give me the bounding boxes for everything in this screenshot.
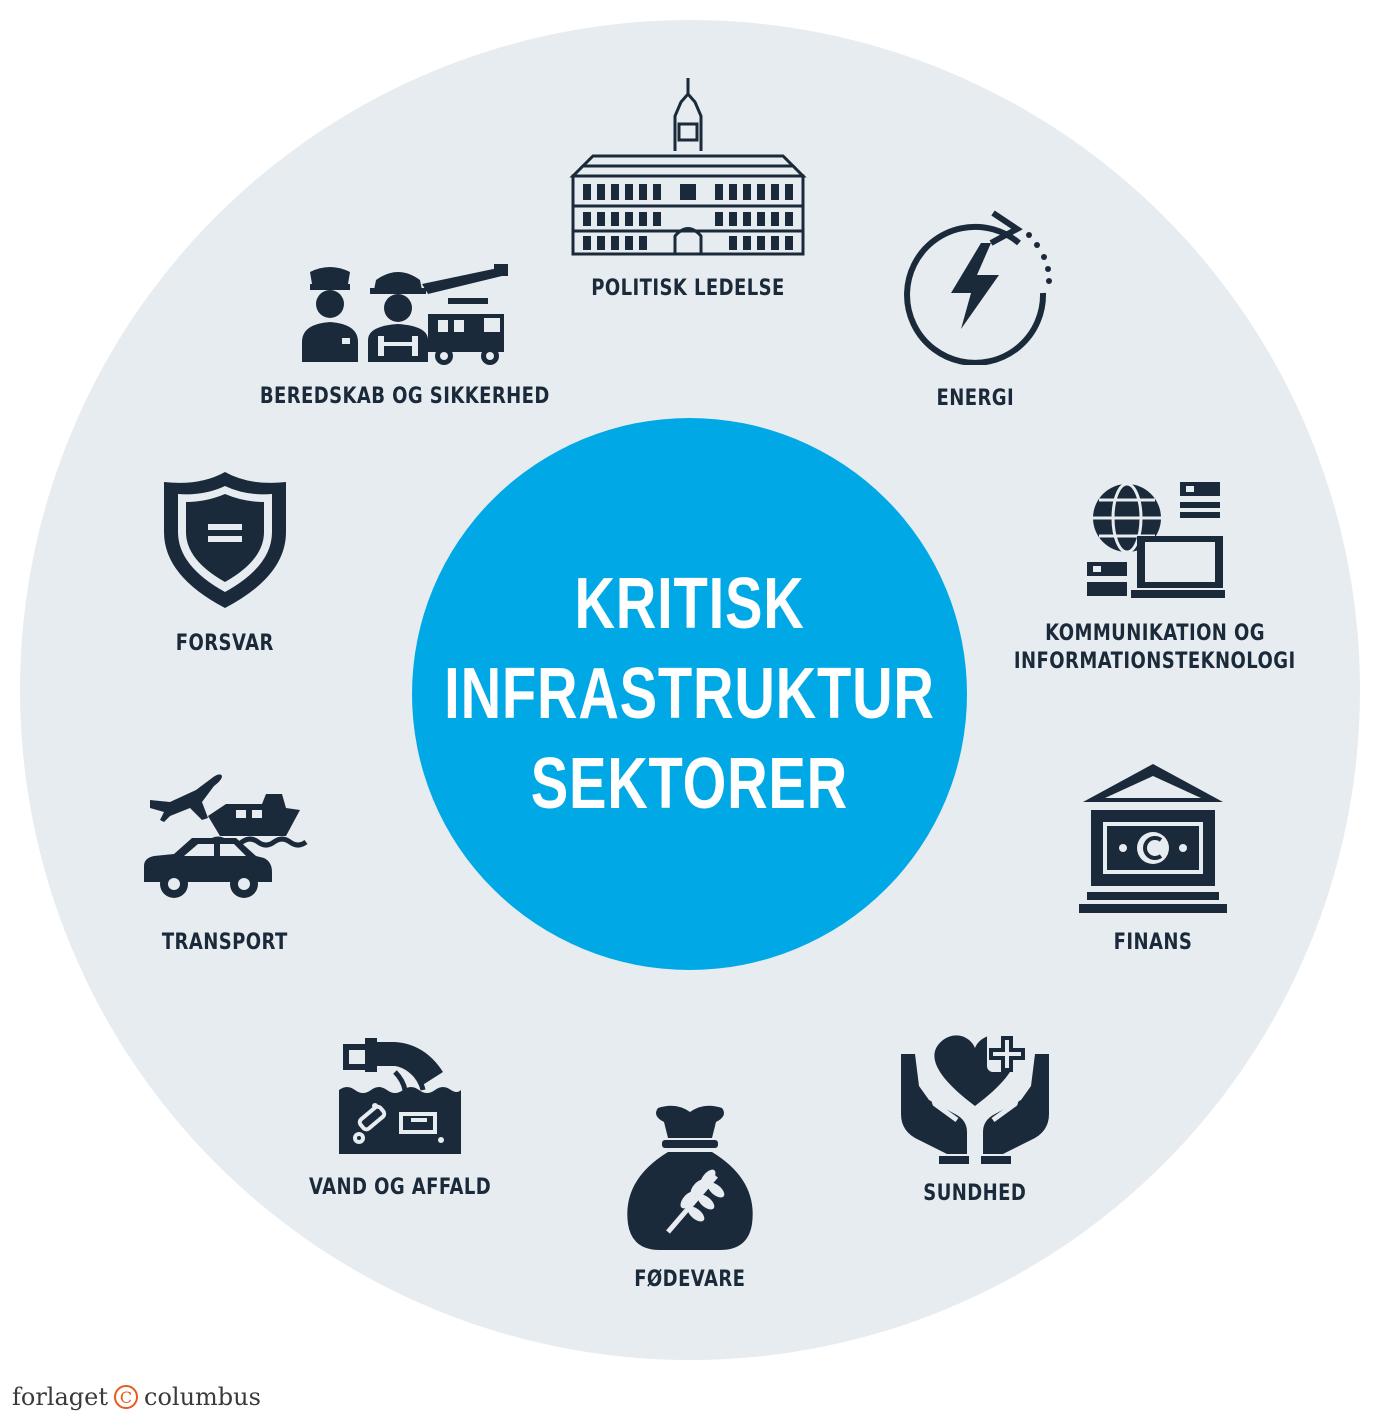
sector-sundhed: SUNDHED <box>885 1014 1065 1208</box>
publisher-logo: forlaget C columbus <box>12 1382 261 1412</box>
publisher-name-right: columbus <box>144 1383 261 1411</box>
sector-energi: ENERGI <box>885 205 1065 413</box>
grain-sack-icon <box>627 1105 753 1250</box>
center-title-line-1: KRITISK <box>574 564 805 644</box>
label-sundhed: SUNDHED <box>923 1181 1027 1206</box>
label-finans: FINANS <box>1113 930 1193 955</box>
center-circle: KRITISK INFRASTRUKTUR SEKTORER <box>412 418 967 970</box>
label-energi: ENERGI <box>936 386 1014 411</box>
label-beredskab-og-sikkerhed: BEREDSKAB OG SIKKERHED <box>260 384 550 409</box>
plane-boat-car-icon <box>144 774 308 898</box>
sector-vand-og-affald: VAND OG AFFALD <box>300 1036 500 1202</box>
sector-politisk-ledelse: POLITISK LEDELSE <box>558 76 818 303</box>
lightning-cycle-icon <box>904 210 1052 365</box>
label-politisk-ledelse: POLITISK LEDELSE <box>591 276 785 301</box>
bank-money-icon <box>1079 764 1227 913</box>
sector-kommunikation: KOMMUNIKATION OG INFORMATIONSTEKNOLOGI <box>1010 478 1300 676</box>
center-title-line-3: SEKTORER <box>530 744 849 824</box>
shield-icon <box>164 472 286 608</box>
publisher-name-left: forlaget <box>12 1383 108 1411</box>
label-transport: TRANSPORT <box>162 930 288 955</box>
sector-fodevare: FØDEVARE <box>600 1102 780 1294</box>
copyright-c-icon: C <box>114 1385 138 1409</box>
hands-heart-cross-icon <box>901 1032 1049 1164</box>
label-forsvar: FORSVAR <box>175 631 274 656</box>
label-kommunikation-line-1: KOMMUNIKATION OG <box>1045 621 1265 646</box>
label-kommunikation-line-2: INFORMATIONSTEKNOLOGI <box>1014 649 1296 674</box>
label-fodevare: FØDEVARE <box>634 1267 746 1292</box>
sector-forsvar: FORSVAR <box>140 468 310 658</box>
label-vand-og-affald: VAND OG AFFALD <box>308 1175 492 1200</box>
pipe-water-waste-icon <box>339 1038 461 1154</box>
globe-computer-server-icon <box>1087 482 1225 598</box>
sector-finans: FINANS <box>1068 760 1238 957</box>
police-firefighter-truck-icon <box>301 264 508 365</box>
sector-transport: TRANSPORT <box>140 768 310 957</box>
parliament-building-icon <box>569 78 807 256</box>
center-title-line-2: INFRASTRUKTUR <box>444 654 935 734</box>
sector-beredskab-og-sikkerhed: BEREDSKAB OG SIKKERHED <box>250 262 560 411</box>
